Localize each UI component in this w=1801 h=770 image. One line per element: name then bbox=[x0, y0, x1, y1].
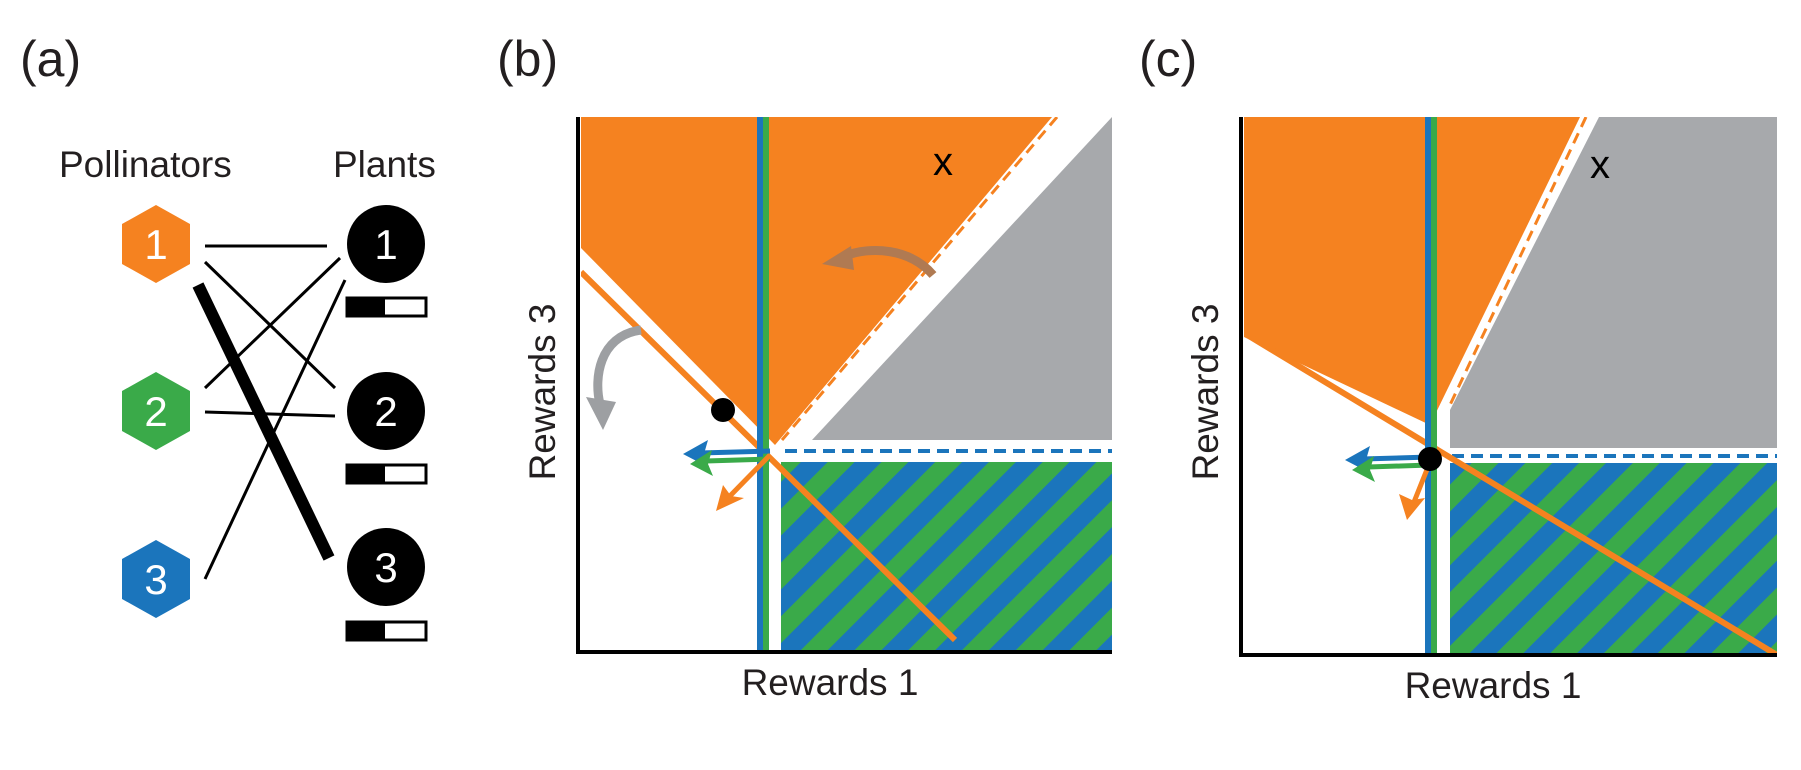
blue-arrow-shaft bbox=[699, 448, 771, 456]
plant-1-number: 1 bbox=[374, 221, 397, 268]
plant-2: 2 bbox=[345, 372, 428, 485]
hexagon-icon bbox=[122, 372, 190, 450]
hatched-region bbox=[781, 462, 1112, 652]
orange-region-left bbox=[581, 117, 775, 445]
vector-arrows-c bbox=[1345, 446, 1433, 520]
curved-arrow-icon bbox=[586, 397, 616, 430]
marker-x: x bbox=[1590, 143, 1610, 187]
curved-arrow-shaft-top bbox=[843, 245, 937, 279]
hexagon-icon bbox=[122, 540, 190, 618]
interaction-links bbox=[192, 244, 347, 580]
panel-c: (c) x Rewards 1 Rewards 3 bbox=[1139, 31, 1777, 706]
pollinator-3-number: 3 bbox=[144, 556, 167, 603]
link-p2-plant1 bbox=[203, 256, 342, 390]
y-axis-label: Rewards 3 bbox=[522, 304, 563, 481]
panel-label-b: (b) bbox=[497, 31, 558, 87]
phase-regions-c bbox=[1244, 117, 1777, 655]
reward-bar-fill bbox=[347, 622, 385, 640]
x-axis-label: Rewards 1 bbox=[1405, 665, 1582, 706]
reward-bar-fill bbox=[347, 465, 385, 483]
phase-regions-b bbox=[581, 117, 1112, 652]
panel-b: (b) x Rewards 1 Rewards bbox=[497, 31, 1112, 703]
panel-a: (a) Pollinators Plants 1 2 3 1 bbox=[20, 31, 436, 642]
plant-3: 3 bbox=[345, 528, 428, 642]
green-arrow-shaft bbox=[705, 456, 771, 464]
link-p1-plant3 bbox=[192, 282, 335, 561]
plant-circle-icon bbox=[347, 528, 425, 606]
equilibrium-point bbox=[1418, 447, 1442, 471]
marker-x: x bbox=[933, 140, 953, 184]
orange-region bbox=[581, 117, 1052, 445]
curved-arrow-shaft bbox=[593, 325, 642, 406]
arrow-left-icon bbox=[1352, 456, 1375, 482]
pollinator-2-number: 2 bbox=[144, 388, 167, 435]
arrow-left-icon bbox=[690, 450, 713, 476]
x-axis-label: Rewards 1 bbox=[742, 662, 919, 703]
plant-circle-icon bbox=[347, 205, 425, 283]
panel-label-a: (a) bbox=[20, 31, 81, 87]
equilibrium-point bbox=[711, 398, 735, 422]
plants-heading: Plants bbox=[333, 144, 436, 185]
orange-region bbox=[1244, 117, 1580, 425]
reward-bar-fill bbox=[347, 298, 385, 316]
curved-arrow-icon bbox=[822, 246, 854, 270]
pollinator-2: 2 bbox=[122, 372, 190, 450]
arrow-down-icon bbox=[1399, 494, 1425, 520]
link-p3-plant1 bbox=[203, 279, 347, 580]
hexagon-icon bbox=[122, 205, 190, 283]
green-arrow-shaft bbox=[1367, 462, 1431, 470]
arrow-down-left-icon bbox=[716, 485, 744, 511]
pollinators-heading: Pollinators bbox=[59, 144, 232, 185]
plant-circle-icon bbox=[347, 372, 425, 450]
pollinator-1: 1 bbox=[122, 205, 190, 283]
plant-1: 1 bbox=[345, 205, 428, 318]
pollinator-3: 3 bbox=[122, 540, 190, 618]
plant-2-number: 2 bbox=[374, 388, 397, 435]
y-axis-label: Rewards 3 bbox=[1185, 304, 1226, 481]
link-p2-plant2 bbox=[204, 410, 336, 418]
orange-arrow-shaft bbox=[726, 453, 772, 500]
grey-region bbox=[812, 117, 1112, 440]
grey-region bbox=[1450, 117, 1777, 448]
panel-label-c: (c) bbox=[1139, 31, 1197, 87]
orange-isocline bbox=[1244, 330, 1777, 655]
vector-arrows-b bbox=[683, 440, 772, 511]
pollinator-1-number: 1 bbox=[144, 221, 167, 268]
plant-3-number: 3 bbox=[374, 544, 397, 591]
